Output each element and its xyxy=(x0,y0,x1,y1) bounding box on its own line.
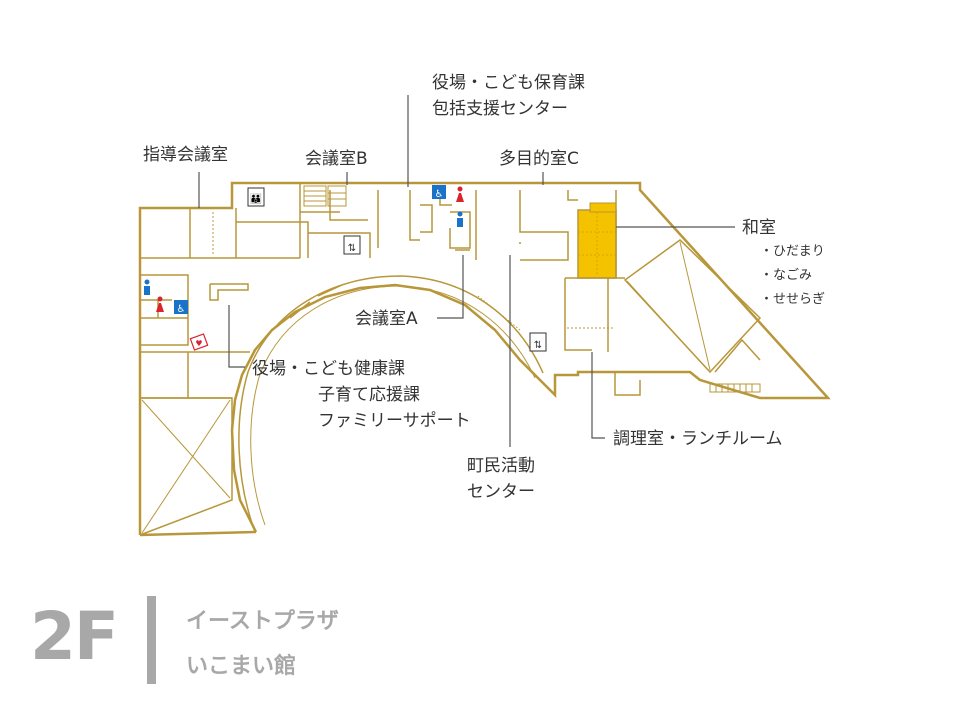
svg-text:⇅: ⇅ xyxy=(534,340,542,351)
label-kaigishitsu-b: 会議室B xyxy=(305,149,368,169)
female-icon xyxy=(456,186,464,202)
label-kenko-line2: 子育て応援課 xyxy=(318,385,420,405)
label-yakuba-hoiku-line2: 包括支援センター xyxy=(432,99,568,119)
restroom-icon: 👪 xyxy=(247,187,265,207)
floor-number: 2F xyxy=(30,598,119,675)
label-washitsu-item: ・せせらぎ xyxy=(760,292,825,307)
label-chomin-line2: センター xyxy=(467,482,535,502)
north-block xyxy=(289,183,762,396)
svg-text:⇅: ⇅ xyxy=(348,243,356,254)
female-icon xyxy=(156,296,164,312)
building-name-line1: イーストプラザ xyxy=(186,609,339,634)
label-washitsu: 和室 xyxy=(742,218,776,238)
svg-text:♥: ♥ xyxy=(195,339,202,348)
leader-lines xyxy=(198,95,735,447)
wheelchair-icon: ♿ xyxy=(432,185,446,200)
svg-text:♿: ♿ xyxy=(435,189,444,200)
label-kaigishitsu-a: 会議室A xyxy=(355,309,418,329)
male-icon xyxy=(457,211,463,227)
label-kenko-line3: ファミリーサポート xyxy=(318,411,471,431)
label-chorishitsu: 調理室・ランチルーム xyxy=(613,429,783,449)
building-name-line2: いこまい館 xyxy=(186,654,297,679)
label-washitsu-item: ・ひだまり xyxy=(760,244,825,259)
male-icon xyxy=(144,279,150,295)
svg-text:♿: ♿ xyxy=(177,304,186,315)
floor-divider xyxy=(147,596,156,684)
aed-icon: ♥ xyxy=(189,333,209,351)
label-chomin-line1: 町民活動 xyxy=(467,456,535,476)
label-tamokuteki-c: 多目的室C xyxy=(499,149,579,169)
label-shido-kaigishitsu: 指導会議室 xyxy=(143,145,228,165)
label-washitsu-item: ・なごみ xyxy=(760,267,812,283)
svg-text:👪: 👪 xyxy=(250,192,262,205)
label-yakuba-hoiku-line1: 役場・こども保育課 xyxy=(432,73,585,93)
elevator-icon: ⇅ xyxy=(343,235,361,255)
elevator-icon: ⇅ xyxy=(529,332,547,352)
wheelchair-icon: ♿ xyxy=(174,300,188,315)
label-kenko-line1: 役場・こども健康課 xyxy=(252,359,405,379)
